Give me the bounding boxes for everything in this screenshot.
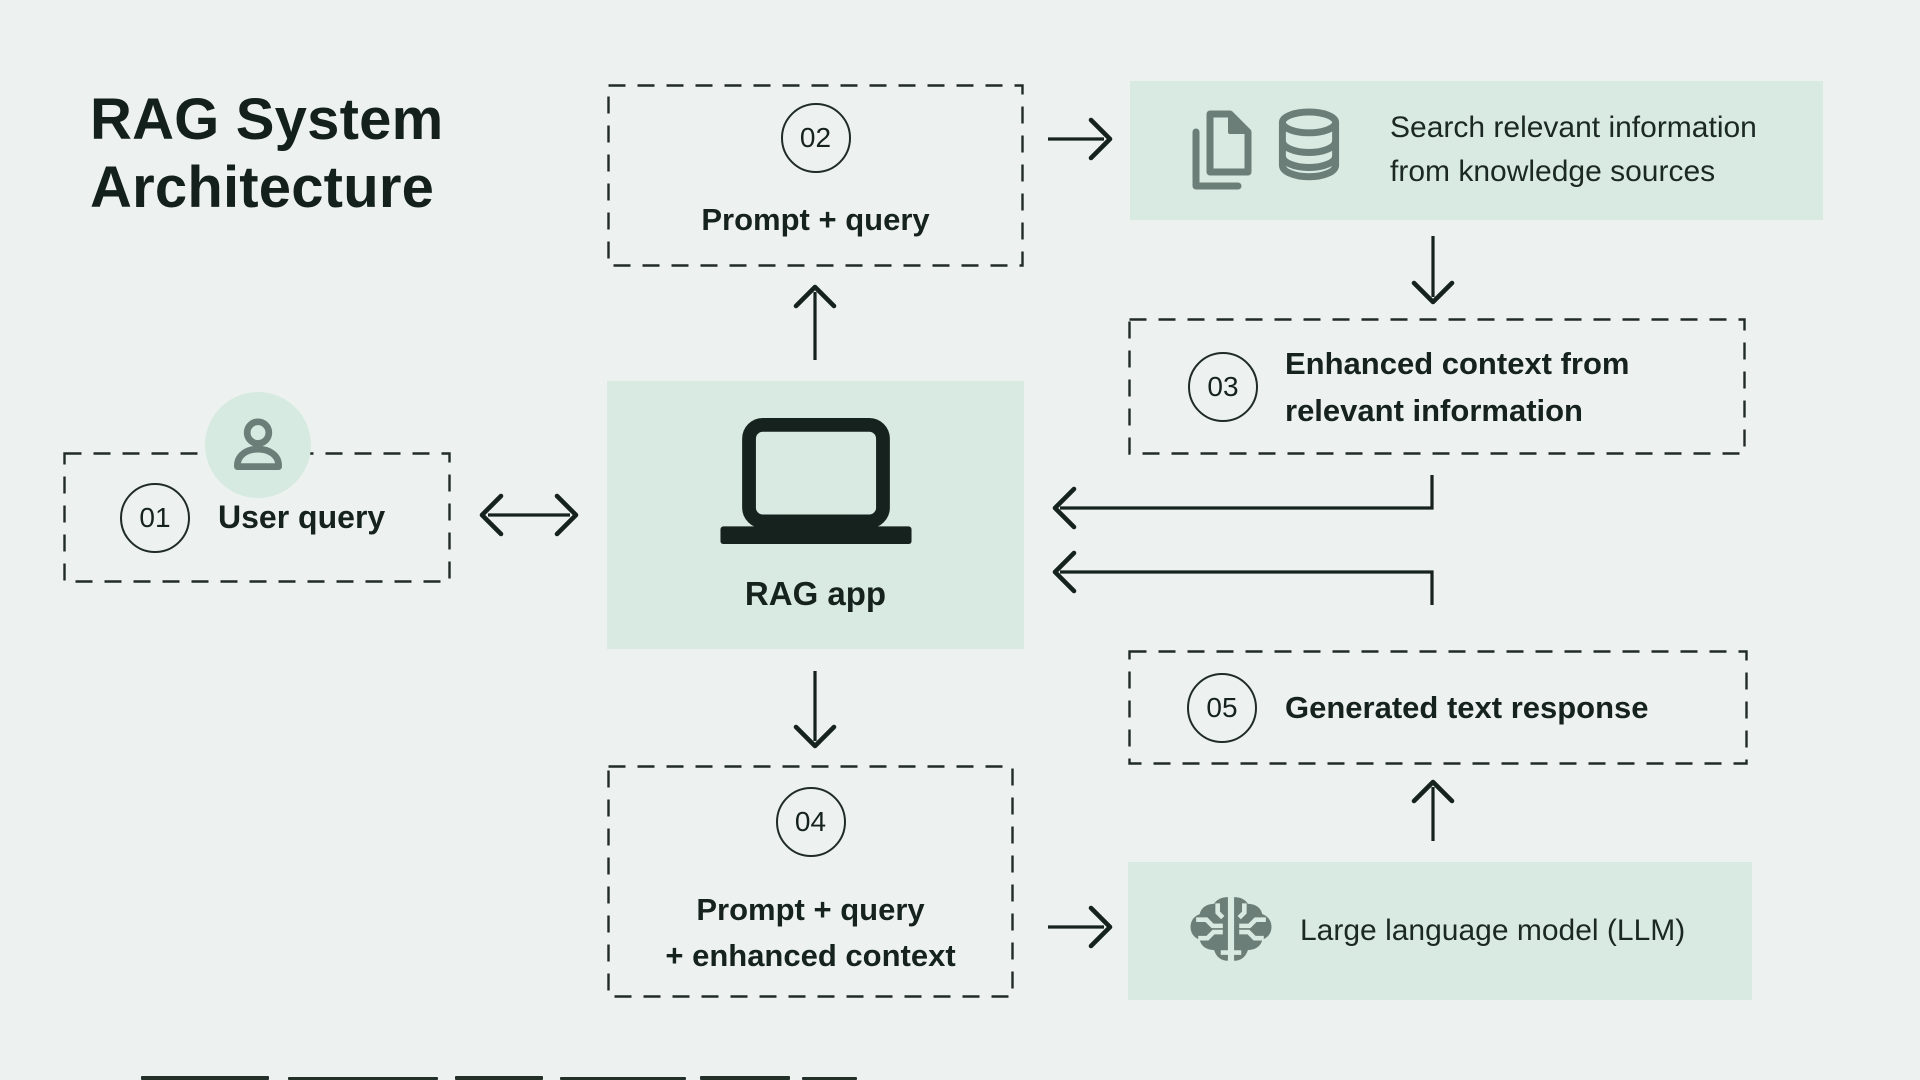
search-knowledge-line-1: Search relevant information [1390, 111, 1757, 144]
prompt-enhanced-label: Prompt + query + enhanced context [665, 887, 955, 979]
cropped-fragment [288, 1077, 438, 1080]
step-number-02: 02 [799, 122, 832, 153]
step-number-05: 05 [1206, 691, 1238, 723]
page-title-line-1: RAG System [90, 87, 444, 152]
step-number-03: 03 [1207, 370, 1239, 402]
step-number-04: 04 [794, 806, 827, 837]
step-badge-04: 04 [775, 787, 846, 857]
llm-label: Large language model (LLM) [1300, 914, 1686, 947]
cropped-content-edge [0, 1074, 1920, 1080]
cropped-fragment [560, 1077, 686, 1080]
enhanced-context-line-2: relevant information [1285, 392, 1583, 428]
arrow-02-to-search [1048, 117, 1113, 161]
user-query-label: User query [218, 499, 386, 535]
prompt-enhanced-line-1: Prompt + query [696, 892, 925, 927]
cropped-fragment [141, 1076, 269, 1080]
arrow-04-to-llm [1048, 905, 1113, 949]
page-title: RAG System Architecture [90, 86, 443, 222]
page-title-line-2: Architecture [90, 155, 435, 220]
search-knowledge-box: Search relevant information from knowled… [1130, 81, 1823, 220]
cropped-fragment [700, 1076, 790, 1080]
enhanced-context-line-1: Enhanced context from [1285, 345, 1630, 381]
documents-icon [1192, 110, 1252, 190]
arrow-ragapp-to-04 [793, 671, 837, 749]
generated-response-label: Generated text response [1285, 689, 1649, 725]
step-badge-02: 02 [780, 103, 851, 173]
laptop-icon [719, 418, 912, 545]
arrow-llm-to-05 [1411, 779, 1455, 841]
arrow-03-to-ragapp [1052, 475, 1434, 530]
step-number-01: 01 [139, 501, 171, 533]
llm-box: Large language model (LLM) [1128, 862, 1752, 1000]
cropped-fragment [455, 1076, 543, 1080]
database-icon [1278, 108, 1340, 181]
arrow-05-to-ragapp [1052, 550, 1434, 605]
rag-app-box: RAG app [607, 381, 1024, 649]
enhanced-context-label: Enhanced context from relevant informati… [1285, 340, 1630, 434]
search-knowledge-label: Search relevant information from knowled… [1390, 106, 1757, 194]
prompt-query-box: 02 Prompt + query [607, 84, 1024, 267]
prompt-query-label: Prompt + query [701, 202, 930, 237]
cropped-fragment [802, 1077, 857, 1080]
arrow-user-ragapp-bidirectional [479, 493, 579, 537]
arrow-ragapp-to-02 [793, 284, 837, 360]
step-badge-03: 03 [1188, 351, 1258, 422]
step-badge-05: 05 [1187, 672, 1257, 743]
user-icon [234, 418, 282, 471]
arrow-search-to-03 [1411, 236, 1455, 305]
search-knowledge-line-2: from knowledge sources [1390, 155, 1716, 188]
rag-app-label: RAG app [744, 575, 887, 612]
generated-response-box: 05 Generated text response [1128, 650, 1748, 765]
prompt-enhanced-line-2: + enhanced context [665, 938, 956, 973]
step-badge-01: 01 [120, 482, 190, 553]
enhanced-context-box: 03 Enhanced context from relevant inform… [1128, 318, 1746, 455]
brain-icon [1190, 897, 1272, 961]
user-avatar [205, 392, 311, 498]
user-query-box: 01 User query [63, 452, 451, 583]
prompt-enhanced-box: 04 Prompt + query + enhanced context [607, 765, 1014, 998]
